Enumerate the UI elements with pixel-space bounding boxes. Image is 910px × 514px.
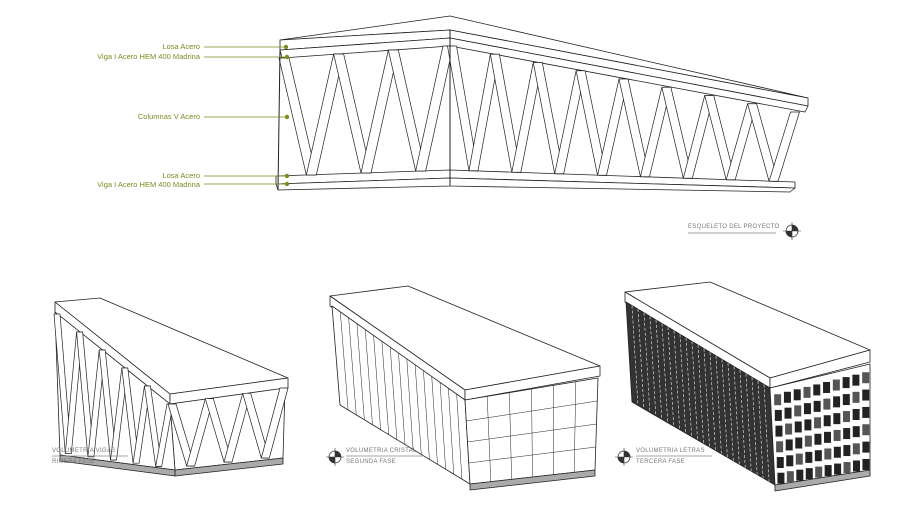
letter-block (785, 423, 793, 435)
letter-block (776, 441, 784, 453)
phase-1-title: VOLUMETRIA VIGAS (52, 448, 116, 454)
letter-block (796, 469, 804, 481)
north-symbols (326, 222, 801, 466)
letter-block (824, 465, 832, 477)
letter-block (862, 424, 870, 436)
phase-2-title: VOLUMETRIA CRISTAL (346, 448, 417, 454)
letter-block (862, 389, 870, 401)
letter-block (795, 453, 803, 465)
letter-block (862, 458, 870, 470)
letter-block (794, 405, 802, 417)
section-marker-icon (615, 448, 633, 466)
v-column (415, 45, 454, 172)
callout-dot (284, 173, 290, 179)
section-marker-icon (326, 448, 344, 466)
letter-block (784, 407, 792, 419)
letter-block (785, 439, 793, 451)
letter-block (774, 409, 782, 421)
letter-block (832, 379, 840, 391)
letter-block (824, 448, 832, 460)
letter-block (862, 441, 870, 453)
letter-block (843, 428, 851, 440)
letter-block (862, 372, 870, 384)
letter-block (833, 413, 841, 425)
letter-block (774, 394, 782, 406)
letter-block (842, 394, 850, 406)
letter-block (823, 381, 831, 393)
letter-block (852, 408, 860, 420)
callout-bottom-slab: Losa Acero (162, 171, 200, 180)
letter-block (786, 455, 794, 467)
letter-block (833, 429, 841, 441)
letter-block (813, 384, 821, 396)
letter-block (804, 419, 812, 431)
v-column (260, 387, 289, 459)
phase-2-subtitle: SEGUNDA FASE (346, 459, 396, 465)
letter-block (824, 431, 832, 443)
letters-volume-drawing (624, 281, 871, 492)
letter-block (813, 400, 821, 412)
callout-dot (283, 44, 289, 50)
letter-block (842, 377, 850, 389)
letter-block (852, 374, 860, 386)
letter-block (833, 396, 841, 408)
callout-dot (284, 181, 290, 187)
letter-block (814, 450, 822, 462)
v-column (768, 111, 800, 182)
letter-block (834, 463, 842, 475)
phase-3-subtitle: TERCERA FASE (636, 459, 685, 465)
glass-volume-drawing (329, 285, 601, 491)
letter-block (823, 415, 831, 427)
letter-block (795, 437, 803, 449)
skeleton-caption: ESQUELETO DEL PROYECTO (688, 224, 780, 230)
callout-bottom-beam: Viga I Acero HEM 400 Madrina (97, 180, 200, 189)
callout-top-slab: Losa Acero (162, 42, 200, 51)
callout-dot (284, 114, 290, 120)
letter-block (814, 417, 822, 429)
letter-block (805, 468, 813, 480)
beams-volume-drawing (53, 297, 289, 477)
letter-block (852, 391, 860, 403)
letter-block (803, 403, 811, 415)
callout-top-beam: Viga I Acero HEM 400 Madrina (97, 52, 200, 61)
letter-block (775, 425, 783, 437)
letter-block (805, 451, 813, 463)
letter-block (803, 386, 811, 398)
letter-block (776, 457, 784, 469)
letter-block (823, 398, 831, 410)
section-marker-icon (783, 222, 801, 240)
letter-block (852, 443, 860, 455)
skeleton-drawing (275, 15, 809, 193)
letter-block (862, 406, 870, 418)
letter-block (852, 460, 860, 472)
phase-1-subtitle: RIMERA FASE (52, 459, 96, 465)
letter-block (814, 433, 822, 445)
letter-block (833, 446, 841, 458)
phase-3-title: VOLUMETRIA LETRAS (636, 448, 705, 454)
letter-block (852, 426, 860, 438)
callout-columns: Columnas V Acero (137, 112, 200, 121)
letter-block (843, 445, 851, 457)
letter-block (804, 435, 812, 447)
letter-block (842, 411, 850, 423)
letter-block (815, 466, 823, 478)
letter-block (793, 389, 801, 401)
letter-block (794, 421, 802, 433)
letter-block (777, 472, 785, 484)
callout-dot (284, 54, 290, 60)
letter-block (843, 462, 851, 474)
letter-block (786, 471, 794, 483)
letter-block (783, 391, 791, 403)
